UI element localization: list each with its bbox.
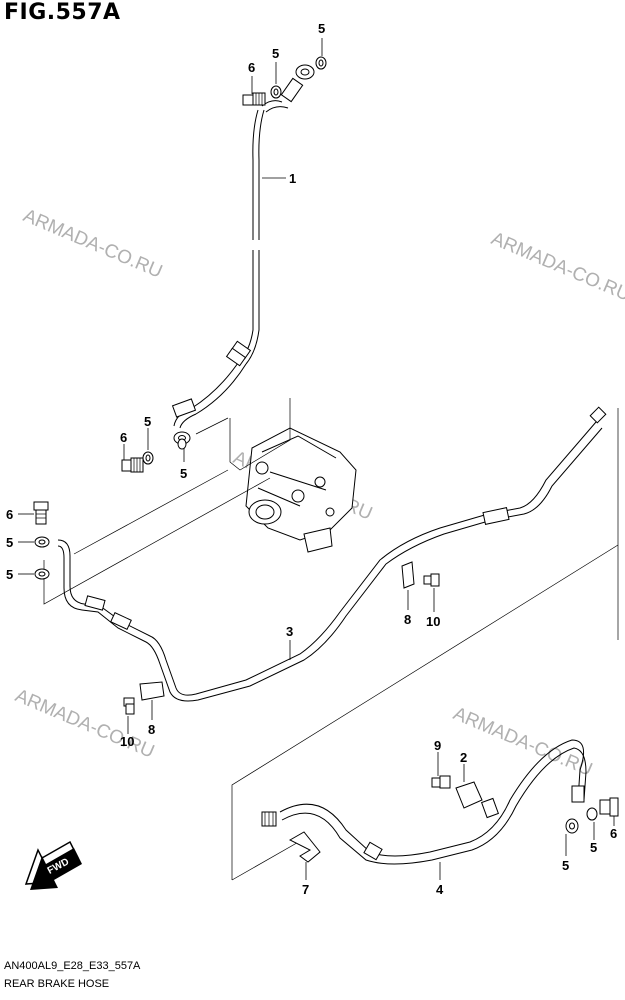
hose-guide-2 [455, 781, 483, 809]
callout-6: 6 [610, 826, 617, 841]
washer-lower-a [565, 818, 579, 834]
watermark: ARMADA-CO.RU [488, 228, 625, 305]
washer-top-a [270, 85, 282, 99]
callout-6: 6 [248, 60, 255, 75]
figure-title: FIG.557A [4, 0, 121, 25]
callout-8: 8 [148, 722, 155, 737]
callout-10: 10 [426, 614, 440, 629]
watermark: ARMADA-CO.RU [450, 703, 595, 780]
abs-unit [245, 427, 357, 553]
clip-7 [288, 831, 321, 863]
washer-mid-b [177, 438, 187, 450]
callout-5: 5 [6, 535, 13, 550]
callout-4: 4 [436, 882, 444, 897]
washer-left-a [34, 536, 50, 548]
callout-5: 5 [562, 858, 569, 873]
washer-top-b [315, 56, 327, 70]
callout-5: 5 [590, 840, 597, 855]
leader-lines [18, 38, 615, 880]
callout-9: 9 [434, 738, 441, 753]
washer-lower-b [586, 807, 598, 821]
brake-hose-1 [171, 64, 315, 445]
callout-7: 7 [302, 882, 309, 897]
callout-5: 5 [272, 46, 279, 61]
callout-2: 2 [460, 750, 467, 765]
banjo-bolt-left [33, 501, 49, 525]
callout-6: 6 [6, 507, 13, 522]
bolt-lower [123, 697, 135, 715]
brake-pipe-3 [57, 406, 607, 702]
banjo-bolt-lower [599, 797, 619, 817]
callout-labels: 5 5 6 1 5 6 5 6 5 5 3 8 10 10 8 9 2 5 5 … [6, 21, 617, 897]
bolt-9 [431, 775, 451, 789]
clamp-lower [139, 681, 165, 701]
callout-3: 3 [286, 624, 293, 639]
bolt-upper [423, 573, 440, 587]
callout-5: 5 [180, 466, 187, 481]
watermark: ARMADA-CO.RU [12, 685, 157, 762]
callout-1: 1 [289, 171, 296, 186]
clamp-upper [401, 561, 415, 589]
callout-6: 6 [120, 430, 127, 445]
callout-5: 5 [144, 414, 151, 429]
brake-hose-4 [261, 739, 587, 865]
watermark: ARMADA-CO.RU [20, 205, 165, 282]
callout-5: 5 [6, 567, 13, 582]
forward-arrow: FWD [24, 840, 82, 890]
callout-8: 8 [404, 612, 411, 627]
banjo-bolt-top [242, 92, 266, 106]
washer-mid-a [142, 451, 154, 465]
figure-name: REAR BRAKE HOSE [4, 978, 110, 990]
banjo-bolt-mid [121, 457, 144, 473]
figure-code: AN400AL9_E28_E33_557A [4, 960, 141, 972]
washer-left-b [34, 568, 50, 580]
callout-10: 10 [120, 734, 134, 749]
callout-5: 5 [318, 21, 325, 36]
